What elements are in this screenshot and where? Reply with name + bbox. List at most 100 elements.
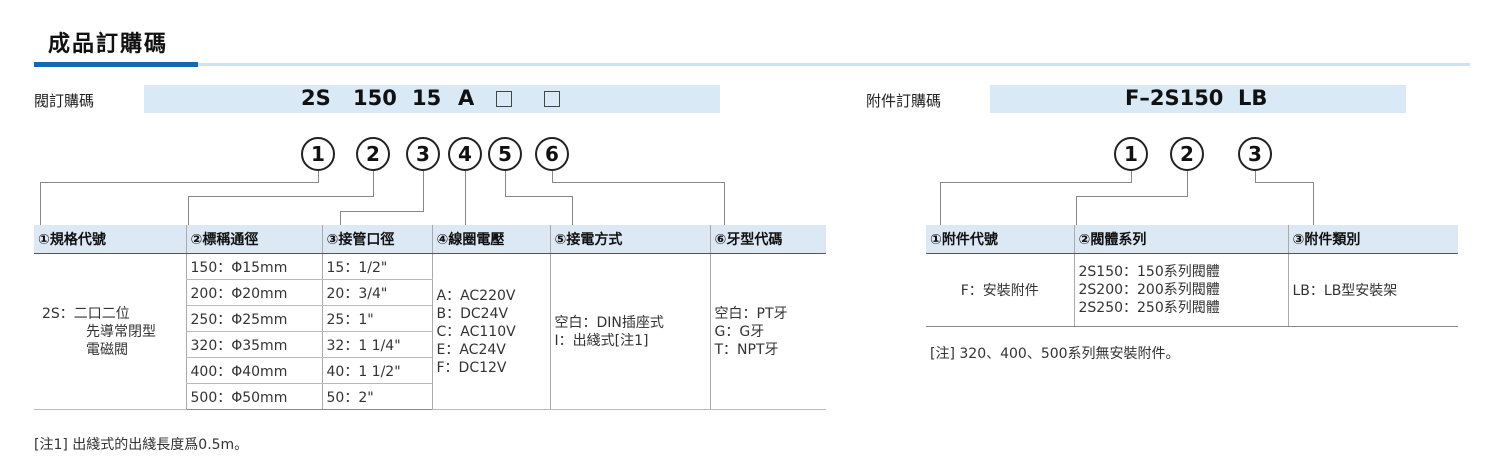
port-cell: 32：1 1/4" [321, 331, 432, 358]
series-line: 2S200：200系列閥體 [1078, 282, 1220, 298]
connector [940, 182, 941, 225]
connector [1187, 171, 1188, 196]
header-body-series: ②閥體系列 [1073, 225, 1288, 254]
series-line: 2S150：150系列閥體 [1078, 264, 1220, 280]
port-cell: 20：3/4" [321, 279, 432, 306]
header-spec: ①規格代號 [34, 225, 186, 254]
accessory-footnote: [注] 320、400、500系列無安裝附件。 [930, 346, 1180, 362]
accessory-callout-1: 1 [1114, 137, 1148, 171]
callout-3: 3 [406, 137, 440, 171]
connector [505, 171, 506, 196]
voltage-line: A：AC220V [436, 287, 516, 304]
header-voltage: ④線圈電壓 [431, 225, 550, 254]
callout-2: 2 [356, 137, 390, 171]
accessory-code-table: ①附件代號 ②閥體系列 ③附件類別 F：安裝附件 2S150：150系列閥體 2… [926, 225, 1458, 327]
code-part-spec: 2S [301, 86, 331, 110]
nominal-cell: 250：Φ25mm [185, 305, 322, 332]
table-row: 400：Φ40mm 40：1 1/2" [34, 357, 826, 384]
code-part-voltage: A [458, 86, 475, 110]
accessory-code-cell: F：安裝附件 [926, 253, 1074, 327]
spec-line: 先導常閉型 [86, 323, 156, 340]
table-header-row: ①規格代號 ②標稱通徑 ③接管口徑 ④線圈電壓 ⑤接電方式 ⑥牙型代碼 [34, 225, 826, 254]
title-underline-accent [34, 62, 198, 67]
table-row: 500：Φ50mm 50：2" [34, 383, 826, 410]
valve-code-label: 閥訂購碼 [34, 92, 95, 110]
voltage-line: F：DC12V [436, 359, 507, 376]
callout-4: 4 [448, 137, 482, 171]
thread-line: T：NPT牙 [714, 341, 779, 358]
connector [1313, 182, 1314, 225]
connector [572, 196, 573, 225]
accessory-code: F–2S150 LB [1125, 86, 1268, 110]
port-cell: 15：1/2" [321, 253, 432, 280]
voltage-cell: A：AC220V B：DC24V C：AC110V E：AC24V F：DC12… [431, 253, 550, 410]
connector [423, 171, 424, 211]
voltage-line: E：AC24V [436, 341, 506, 358]
header-accessory-type: ③附件類別 [1287, 225, 1458, 254]
connector [1076, 196, 1188, 197]
code-placeholder-wiring [496, 91, 512, 107]
code-part-port: 15 [412, 86, 442, 110]
voltage-line: C：AC110V [436, 323, 516, 340]
thread-cell: 空白：PT牙 G：G牙 T：NPT牙 [709, 253, 826, 410]
port-cell: 40：1 1/2" [321, 357, 432, 384]
accessory-code-label: 附件訂購碼 [866, 92, 942, 110]
nominal-cell: 400：Φ40mm [185, 357, 322, 384]
spec-cell: 2S：二口二位 先導常閉型 電磁閥 [34, 253, 186, 410]
connector [188, 196, 189, 225]
accessory-callout-2: 2 [1170, 137, 1204, 171]
series-line: 2S250：250系列閥體 [1078, 300, 1220, 316]
connector [552, 171, 553, 182]
nominal-cell: 320：Φ35mm [185, 331, 322, 358]
connector [940, 182, 1132, 183]
section-title: 成品訂購碼 [48, 32, 169, 57]
table-row: 320：Φ35mm 32：1 1/4" [34, 331, 826, 358]
connector [40, 182, 319, 183]
code-placeholder-thread [544, 91, 560, 107]
title-underline [198, 63, 1470, 66]
nominal-cell: 500：Φ50mm [185, 383, 322, 410]
connector [188, 196, 374, 197]
port-cell: 50：2" [321, 383, 432, 410]
thread-line: 空白：PT牙 [714, 305, 788, 322]
connector [505, 196, 573, 197]
connector [40, 182, 41, 225]
connector [1076, 196, 1077, 225]
header-nominal: ②標稱通徑 [185, 225, 322, 254]
header-port: ③接管口徑 [321, 225, 432, 254]
callout-6: 6 [535, 137, 569, 171]
table-row: 2S：二口二位 先導常閉型 電磁閥 150：Φ15mm 15：1/2" A：AC… [34, 253, 826, 410]
spec-line: 2S：二口二位 [42, 305, 130, 322]
thread-line: G：G牙 [714, 323, 765, 340]
connector [340, 211, 341, 225]
valve-code-table: ①規格代號 ②標稱通徑 ③接管口徑 ④線圈電壓 ⑤接電方式 ⑥牙型代碼 2S：二… [34, 225, 826, 410]
callout-1: 1 [301, 137, 335, 171]
connector [724, 182, 725, 225]
body-series-cell: 2S150：150系列閥體 2S200：200系列閥體 2S250：250系列閥… [1073, 253, 1288, 327]
connector [1131, 171, 1132, 182]
connector [373, 171, 374, 196]
nominal-cell: 200：Φ20mm [185, 279, 322, 306]
header-wiring: ⑤接電方式 [549, 225, 710, 254]
wiring-cell: 空白：DIN插座式 I：出綫式[注1] [549, 253, 710, 410]
header-thread: ⑥牙型代碼 [709, 225, 826, 254]
connector [318, 171, 319, 182]
table-header-row: ①附件代號 ②閥體系列 ③附件類別 [926, 225, 1458, 254]
accessory-type-cell: LB：LB型安裝架 [1287, 253, 1458, 327]
code-part-nominal: 150 [353, 86, 397, 110]
callout-5: 5 [488, 137, 522, 171]
table-row: 200：Φ20mm 20：3/4" [34, 279, 826, 306]
nominal-cell: 150：Φ15mm [185, 253, 322, 280]
port-cell: 25：1" [321, 305, 432, 332]
accessory-code-band [990, 85, 1406, 113]
spec-line: 電磁閥 [86, 341, 128, 358]
table-row: 250：Φ25mm 25：1" [34, 305, 826, 332]
connector [1255, 182, 1314, 183]
wiring-line: I：出綫式[注1] [554, 332, 649, 349]
header-accessory-code: ①附件代號 [926, 225, 1074, 254]
connector [465, 171, 466, 225]
voltage-line: B：DC24V [436, 305, 509, 322]
connector [340, 211, 424, 212]
wiring-line: 空白：DIN插座式 [554, 314, 664, 331]
accessory-callout-3: 3 [1238, 137, 1272, 171]
